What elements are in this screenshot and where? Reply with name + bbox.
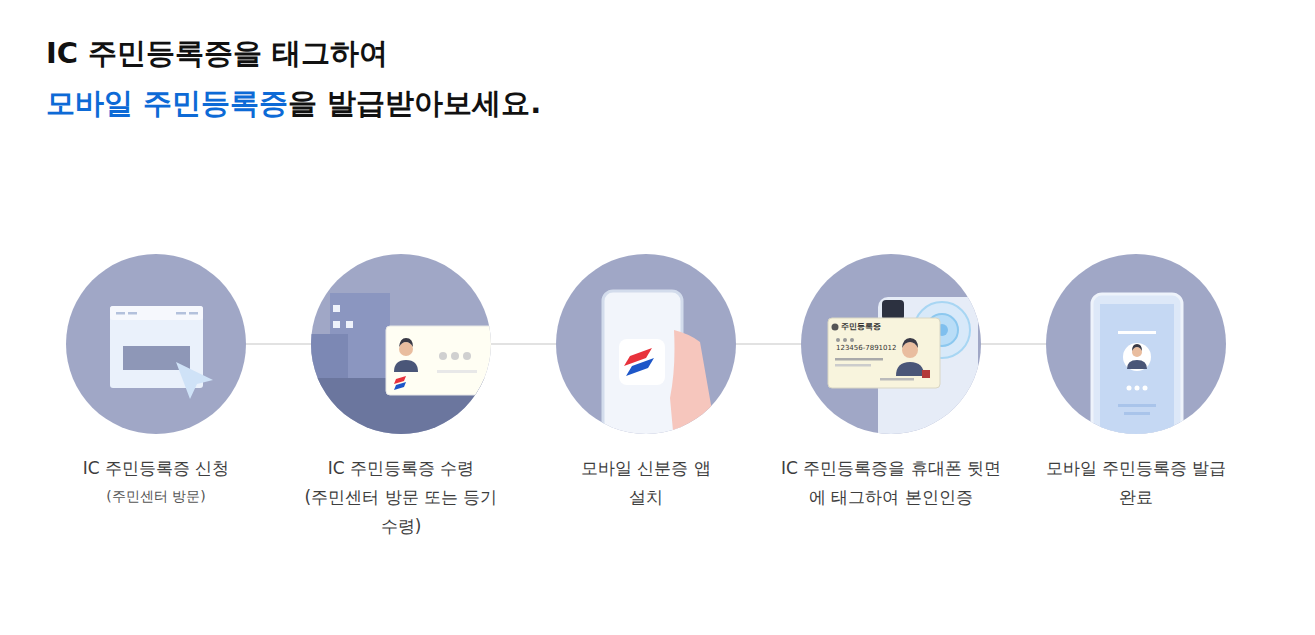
step-circle	[556, 254, 736, 434]
browser-icon	[110, 306, 213, 399]
step-caption: 모바일 신분증 앱 설치	[571, 254, 721, 512]
step-circle	[311, 254, 491, 434]
step-title: IC 주민등록증 수령	[301, 454, 501, 483]
circle-shape	[556, 254, 736, 434]
title-line: IC 주민등록증을 태그하여	[46, 28, 541, 78]
step-node: 모바일 신분증 앱 설치	[571, 254, 721, 512]
connector-line	[246, 343, 311, 345]
step-node: IC 주민등록증을 휴대폰 뒷면에 태그하여 본인인증	[776, 254, 1006, 512]
connector-line	[981, 343, 1046, 345]
step-node: 모바일 주민등록증 발급 완료	[1036, 254, 1236, 512]
title-text: 모바일 주민등록증	[46, 86, 288, 120]
connector-line	[491, 343, 556, 345]
step-circle	[1046, 254, 1226, 434]
step-caption: 모바일 주민등록증 발급 완료	[1036, 254, 1236, 512]
office-card-icon	[300, 293, 500, 448]
connector-line	[736, 343, 801, 345]
title-line: 모바일 주민등록증을 발급받아보세요.	[46, 78, 541, 128]
step-title: IC 주민등록증을 휴대폰 뒷면에 태그하여 본인인증	[776, 454, 1006, 512]
phone-app-icon	[603, 291, 714, 442]
step-note: (주민센터 방문)	[46, 485, 266, 507]
step-node: IC 주민등록증 수령(주민센터 방문 또는 등기수령)	[301, 254, 501, 541]
step-caption: IC 주민등록증 신청(주민센터 방문)	[46, 254, 266, 507]
circle-shape	[1046, 254, 1226, 434]
circle-shape	[66, 254, 246, 434]
title: IC 주민등록증을 태그하여모바일 주민등록증을 발급받아보세요.	[46, 28, 541, 128]
card-text: 123456-7891012	[836, 344, 896, 352]
circle-shape	[311, 254, 491, 434]
step-title: IC 주민등록증 신청	[46, 454, 266, 483]
mobile-id-icon	[1092, 294, 1182, 454]
title-text: 을 발급받아보세요.	[288, 86, 541, 120]
step-caption: IC 주민등록증 수령(주민센터 방문 또는 등기수령)	[301, 254, 501, 541]
step-title: 모바일 신분증 앱 설치	[571, 454, 721, 512]
circle-shape	[801, 254, 981, 434]
step-circle	[66, 254, 246, 434]
card-tag-icon	[828, 297, 978, 457]
step-caption: IC 주민등록증을 휴대폰 뒷면에 태그하여 본인인증	[776, 254, 1006, 512]
card-text: 주민등록증	[841, 321, 881, 332]
step-node: IC 주민등록증 신청(주민센터 방문)	[46, 254, 266, 507]
step-title: 모바일 주민등록증 발급 완료	[1036, 454, 1236, 512]
step-note: (주민센터 방문 또는 등기수령)	[301, 483, 501, 541]
